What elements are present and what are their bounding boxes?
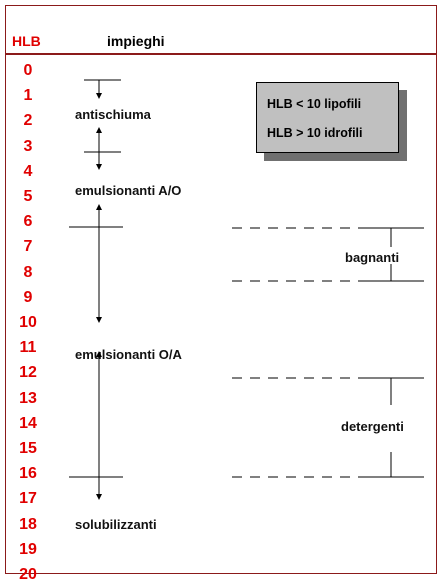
hlb-scale-value: 19 (19, 540, 37, 558)
emulsionanti-oa-down-head (96, 317, 102, 323)
label-detergenti: detergenti (341, 419, 404, 434)
solubilizzanti-up-head (96, 351, 102, 357)
hlb-scale-value: 1 (23, 87, 33, 105)
hlb-scale-value: 14 (19, 414, 37, 432)
antischiuma-arrow-head (96, 93, 102, 99)
header-impieghi-label: impieghi (107, 33, 165, 49)
hlb-scale-value: 18 (19, 515, 37, 533)
label-bagnanti: bagnanti (345, 250, 400, 265)
hlb-scale-value: 2 (23, 112, 33, 130)
hlb-scale-value: 9 (23, 288, 33, 306)
solubilizzanti-down-head (96, 494, 102, 500)
hlb-scale-value: 8 (23, 263, 33, 281)
hlb-scale-value: 11 (19, 339, 37, 357)
legend-idrofili: HLB > 10 idrofili (267, 126, 363, 140)
label-antischiuma: antischiuma (75, 107, 151, 122)
label-emulsionanti-oa: emulsionanti O/A (75, 347, 182, 362)
hlb-scale-value: 15 (19, 440, 37, 457)
label-solubilizzanti: solubilizzanti (75, 517, 157, 532)
hlb-scale-value: 13 (19, 389, 37, 407)
header-separator (6, 53, 436, 55)
hlb-scale-value: 5 (23, 188, 33, 205)
hlb-scale-value: 7 (23, 238, 33, 256)
hlb-scale-value: 6 (23, 213, 33, 231)
emulsionanti-ao-up-head (96, 127, 102, 133)
hlb-scale-value: 0 (23, 62, 33, 79)
hlb-scale-value: 10 (19, 314, 37, 331)
hlb-scale-value: 4 (23, 162, 33, 180)
hlb-scale-value: 16 (19, 465, 37, 483)
legend-lipofili: HLB < 10 lipofili (267, 97, 362, 111)
header-hlb-label: HLB (12, 33, 41, 49)
legend-box: HLB < 10 lipofili HLB > 10 idrofili (256, 82, 399, 153)
emulsionanti-oa-top-up-head (96, 204, 102, 210)
hlb-scale-value: 3 (23, 137, 33, 155)
label-emulsionanti-ao: emulsionanti A/O (75, 183, 182, 198)
hlb-scale-value: 17 (19, 490, 37, 508)
hlb-scale-value: 12 (19, 364, 37, 382)
emulsionanti-ao-down-head (96, 164, 102, 170)
